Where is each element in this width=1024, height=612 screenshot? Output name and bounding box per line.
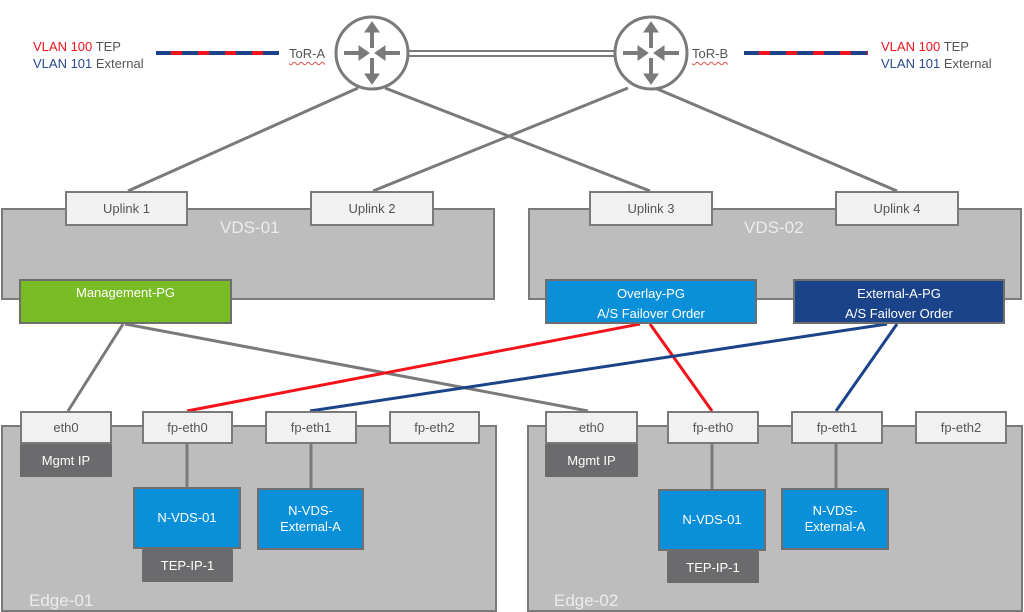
vds-02-label: VDS-02 bbox=[744, 218, 804, 237]
uplink-4[interactable]: Uplink 4 bbox=[835, 191, 959, 226]
link-torb-uplink2 bbox=[372, 86, 629, 193]
legend-vlan101-name: External bbox=[943, 56, 992, 71]
link-overlay-edge01-fpeth0 bbox=[186, 322, 641, 413]
edge-01-port-fp-eth2[interactable]: fp-eth2 bbox=[389, 411, 480, 444]
router-label-tor-a: ToR-A bbox=[289, 46, 326, 61]
router-label-tor-b: ToR-B bbox=[692, 46, 729, 61]
legend-vlan101-id: VLAN 101 bbox=[881, 56, 941, 71]
edge-01-label: Edge-01 bbox=[29, 591, 94, 610]
link-external-edge01-fpeth1 bbox=[309, 322, 888, 413]
link-tora-uplink3 bbox=[384, 86, 651, 193]
router-icon bbox=[613, 15, 689, 91]
link-overlay-edge02-fpeth0 bbox=[648, 323, 714, 412]
edge-01-port-eth0[interactable]: eth0 bbox=[20, 411, 112, 444]
portgroup-name: External-A-PG bbox=[857, 286, 941, 301]
edge-01-port-fp-eth0[interactable]: fp-eth0 bbox=[142, 411, 233, 444]
nvds-name-line1: N-VDS- bbox=[812, 503, 858, 518]
legend-vlan100-id: VLAN 100 bbox=[33, 39, 93, 54]
edge-01-internal-links bbox=[185, 444, 313, 488]
uplink-3[interactable]: Uplink 3 bbox=[589, 191, 713, 226]
router-tor-b[interactable] bbox=[613, 15, 689, 91]
portgroup-teaming: A/S Failover Order bbox=[597, 306, 705, 321]
router-tor-a[interactable] bbox=[334, 15, 410, 91]
edge-02-port-eth0[interactable]: eth0 bbox=[545, 411, 638, 444]
link-torb-uplink4 bbox=[654, 86, 898, 193]
edge-02-nvds-external-a[interactable]: N-VDS- External-A bbox=[781, 488, 889, 550]
edge-02-nvds-01[interactable]: N-VDS-01 bbox=[658, 489, 766, 551]
link-external-edge02-fpeth1 bbox=[834, 323, 899, 412]
legend-vlan101-id: VLAN 101 bbox=[33, 56, 93, 71]
uplink-2[interactable]: Uplink 2 bbox=[310, 191, 434, 226]
legend-right: VLAN 100 TEP VLAN 101 External bbox=[881, 38, 992, 72]
nvds-name-line2: External-A bbox=[804, 519, 866, 534]
edge-01-nvds-01[interactable]: N-VDS-01 bbox=[133, 487, 241, 549]
legend-vlan100-name: TEP bbox=[95, 39, 121, 54]
legend-vlan101-name: External bbox=[95, 56, 144, 71]
vds-01-label: VDS-01 bbox=[220, 218, 280, 237]
nvds-name-line1: N-VDS-01 bbox=[682, 512, 742, 527]
edge-01-port-fp-eth1[interactable]: fp-eth1 bbox=[265, 411, 357, 444]
nvds-name-line1: N-VDS- bbox=[288, 503, 333, 518]
link-mgmt-edge01-eth0 bbox=[66, 323, 125, 412]
nvds-name-line2: External-A bbox=[280, 519, 341, 534]
portgroup-name: Overlay-PG bbox=[617, 286, 685, 301]
overlay-pg[interactable]: Overlay-PG A/S Failover Order bbox=[545, 279, 757, 324]
edge-02-tep-ip: TEP-IP-1 bbox=[667, 551, 759, 583]
management-pg[interactable]: Management-PG bbox=[19, 279, 232, 324]
portgroup-teaming: A/S Failover Order bbox=[845, 306, 953, 321]
edge-02-port-fp-eth2[interactable]: fp-eth2 bbox=[915, 411, 1007, 444]
edge-01-tep-ip: TEP-IP-1 bbox=[142, 549, 233, 582]
nvds-name-line1: N-VDS-01 bbox=[157, 510, 217, 525]
edge-02-label: Edge-02 bbox=[554, 591, 619, 610]
edge-01-nvds-external-a[interactable]: N-VDS- External-A bbox=[257, 488, 364, 550]
external-a-pg[interactable]: External-A-PG A/S Failover Order bbox=[793, 279, 1005, 324]
legend-vlan100-name: TEP bbox=[943, 39, 969, 54]
edge-02-port-fp-eth0[interactable]: fp-eth0 bbox=[667, 411, 759, 444]
edge-01-mgmt-ip: Mgmt IP bbox=[20, 444, 112, 477]
uplink-1[interactable]: Uplink 1 bbox=[65, 191, 188, 226]
legend-vlan100-id: VLAN 100 bbox=[881, 39, 941, 54]
edge-02-port-fp-eth1[interactable]: fp-eth1 bbox=[791, 411, 883, 444]
legend-left: VLAN 100 TEP VLAN 101 External bbox=[33, 38, 144, 72]
link-mgmt-edge02-eth0 bbox=[124, 322, 589, 413]
router-icon bbox=[334, 15, 410, 91]
portgroup-name: Management-PG bbox=[76, 285, 175, 300]
edge-02-mgmt-ip: Mgmt IP bbox=[545, 444, 638, 477]
link-tora-uplink1 bbox=[127, 86, 359, 193]
